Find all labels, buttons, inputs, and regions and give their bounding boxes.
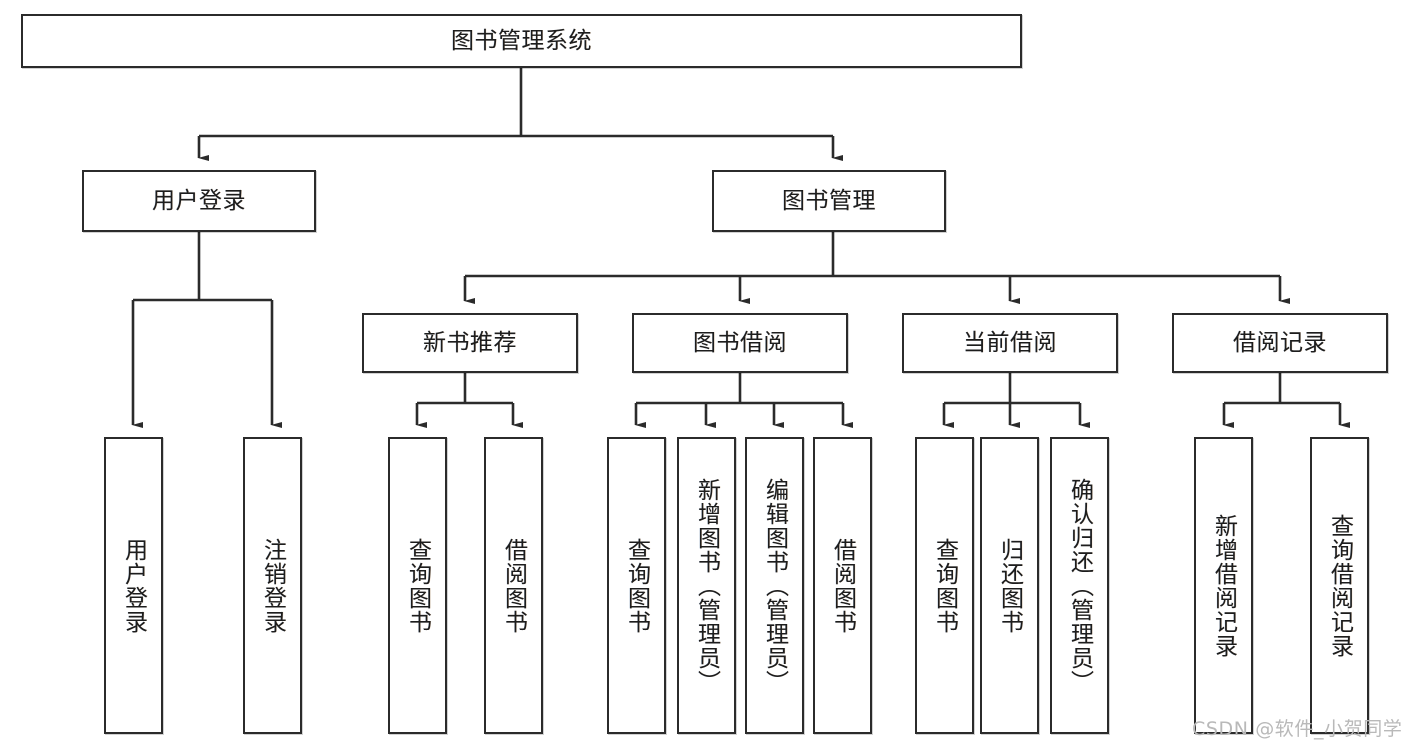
leaf-add-book-label: 新增图书（管理员） [693, 477, 720, 694]
leaf-user-login-label: 用户登录 [120, 537, 147, 634]
node-root-label: 图书管理系统 [451, 27, 592, 54]
node-user-login-label: 用户登录 [152, 187, 246, 214]
node-borrow-record-label: 借阅记录 [1233, 329, 1327, 356]
leaf-query-book-3[interactable]: 查询图书 [915, 437, 974, 734]
node-root[interactable]: 图书管理系统 [21, 14, 1022, 68]
node-user-login[interactable]: 用户登录 [82, 170, 316, 232]
leaf-query-book-3-label: 查询图书 [931, 537, 958, 634]
node-current-borrow-label: 当前借阅 [963, 329, 1057, 356]
leaf-add-record-label: 新增借阅记录 [1210, 513, 1237, 658]
leaf-return-book-label: 归还图书 [996, 537, 1023, 634]
node-current-borrow[interactable]: 当前借阅 [902, 313, 1118, 373]
node-new-book-rec[interactable]: 新书推荐 [362, 313, 578, 373]
leaf-query-book-2-label: 查询图书 [623, 537, 650, 634]
node-book-borrow[interactable]: 图书借阅 [632, 313, 848, 373]
leaf-query-record[interactable]: 查询借阅记录 [1310, 437, 1369, 734]
leaf-user-login[interactable]: 用户登录 [104, 437, 163, 734]
node-borrow-record[interactable]: 借阅记录 [1172, 313, 1388, 373]
leaf-borrow-book-1-label: 借阅图书 [500, 537, 527, 634]
leaf-add-record[interactable]: 新增借阅记录 [1194, 437, 1253, 734]
leaf-query-record-label: 查询借阅记录 [1326, 513, 1353, 658]
node-book-manage[interactable]: 图书管理 [712, 170, 946, 232]
leaf-confirm-return-label: 确认归还（管理员） [1066, 477, 1093, 694]
leaf-add-book[interactable]: 新增图书（管理员） [677, 437, 736, 734]
leaf-borrow-book-2[interactable]: 借阅图书 [813, 437, 872, 734]
csdn-watermark: CSDN @软件_小贺同学 [1192, 718, 1403, 740]
leaf-query-book-1-label: 查询图书 [404, 537, 431, 634]
node-new-book-rec-label: 新书推荐 [423, 329, 517, 356]
leaf-edit-book[interactable]: 编辑图书（管理员） [745, 437, 804, 734]
leaf-logout[interactable]: 注销登录 [243, 437, 302, 734]
leaf-return-book[interactable]: 归还图书 [980, 437, 1039, 734]
leaf-borrow-book-2-label: 借阅图书 [829, 537, 856, 634]
leaf-confirm-return[interactable]: 确认归还（管理员） [1050, 437, 1109, 734]
leaf-logout-label: 注销登录 [259, 537, 286, 634]
node-book-manage-label: 图书管理 [782, 187, 876, 214]
leaf-query-book-2[interactable]: 查询图书 [607, 437, 666, 734]
leaf-borrow-book-1[interactable]: 借阅图书 [484, 437, 543, 734]
leaf-query-book-1[interactable]: 查询图书 [388, 437, 447, 734]
node-book-borrow-label: 图书借阅 [693, 329, 787, 356]
leaf-edit-book-label: 编辑图书（管理员） [761, 477, 788, 694]
